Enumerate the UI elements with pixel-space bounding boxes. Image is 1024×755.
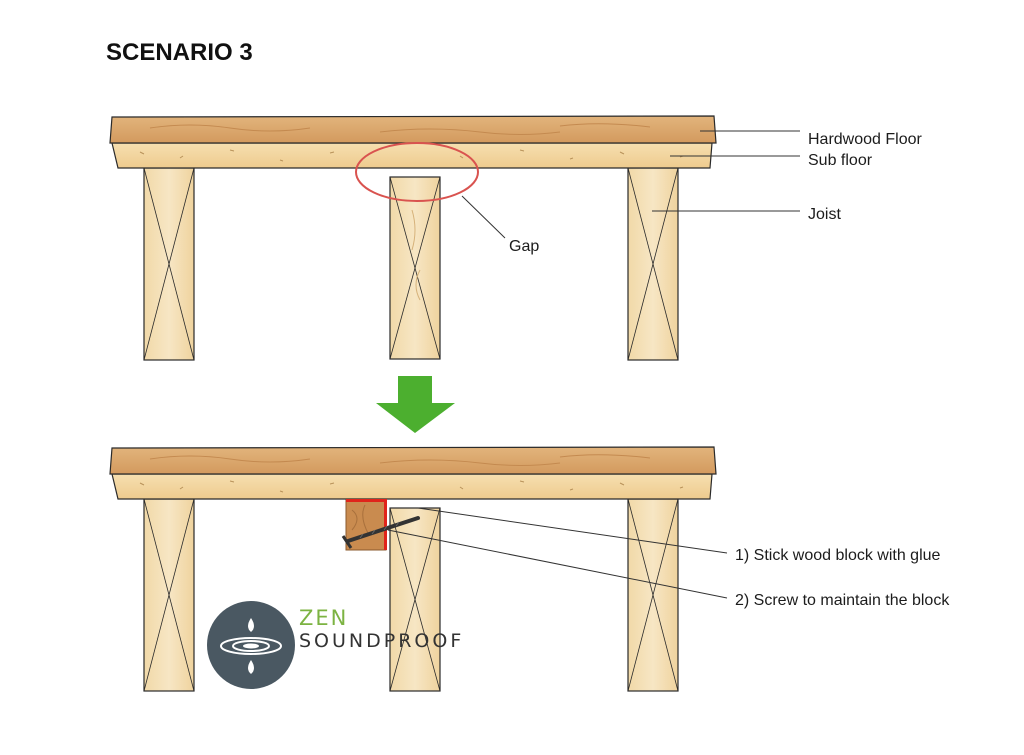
joist-right	[627, 167, 679, 361]
step2-leader	[387, 529, 728, 599]
gap-leader	[461, 195, 506, 239]
step2-label: 2) Screw to maintain the block	[735, 592, 950, 609]
hardwood-bottom	[109, 446, 717, 475]
step1-leader	[417, 507, 728, 554]
down-arrow-icon	[376, 376, 455, 433]
gap-highlight-circle	[355, 142, 479, 202]
gap-label: Gap	[509, 238, 539, 255]
hardwood-top	[109, 115, 717, 144]
logo-text-soundproof: SOUNDPROOF	[299, 630, 464, 652]
page-title: SCENARIO 3	[106, 39, 253, 66]
glue-line	[346, 499, 387, 550]
joist-left-bottom	[143, 498, 195, 692]
hardwood-floor-label: Hardwood Floor	[808, 131, 923, 148]
sub-floor-label: Sub floor	[808, 152, 873, 169]
joist-middle	[389, 176, 441, 360]
step1-label: 1) Stick wood block with glue	[735, 547, 941, 564]
wood-block	[345, 499, 387, 551]
water-drop-icon	[220, 618, 282, 674]
joist-left	[143, 167, 195, 361]
joist-right-bottom	[627, 498, 679, 692]
logo-text-zen: ZEN	[299, 606, 348, 630]
screw-icon	[341, 516, 420, 549]
joist-label: Joist	[808, 206, 841, 223]
top-diagram: Gap Hardwood Floor Sub floor Joist	[109, 115, 923, 361]
zen-soundproof-logo: ZEN SOUNDPROOF	[207, 601, 464, 689]
joist-middle-bottom	[389, 507, 441, 692]
bottom-diagram: 1) Stick wood block with glue 2) Screw t…	[109, 446, 950, 692]
subfloor-bottom	[111, 473, 713, 500]
subfloor-top	[111, 142, 713, 169]
